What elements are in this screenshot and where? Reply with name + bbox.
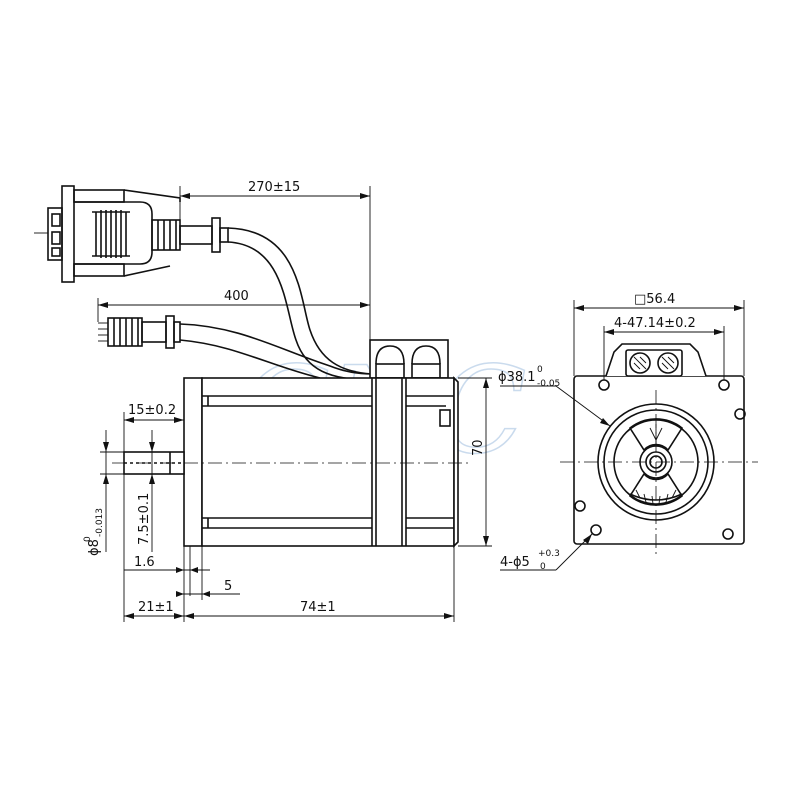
dim-pilot-tol-upper: 0 (537, 365, 543, 375)
dim-square: □56.4 (634, 292, 675, 307)
encoder-cable (227, 227, 373, 381)
dim-hole-spacing: 4-47.14±0.2 (614, 316, 696, 331)
dim-7-5: 7.5±0.1 (137, 493, 152, 545)
dim-shaft-tol-lower: -0.013 (95, 508, 105, 537)
dim-400: 400 (224, 289, 249, 304)
motor-side-view (112, 339, 468, 548)
dim-15: 15±0.2 (128, 403, 176, 418)
db9-connector (34, 185, 229, 283)
dim-holes-dia: 4-ϕ5 (500, 555, 530, 570)
dim-holes-tol-upper: +0.3 (538, 549, 560, 559)
dim-shaft-tol-upper: 0 (83, 536, 93, 542)
dim-1-6: 1.6 (134, 555, 155, 570)
front-dim-lines (500, 300, 745, 571)
dim-pilot-tol-lower: -0.05 (537, 379, 560, 389)
dim-lines (97, 186, 492, 622)
dim-holes-tol-lower: 0 (540, 562, 546, 572)
dim-21: 21±1 (138, 600, 174, 615)
power-plug (98, 315, 181, 349)
dim-270: 270±15 (248, 180, 300, 195)
dim-5: 5 (224, 579, 232, 594)
dim-pilot-dia: ϕ38.1 (498, 370, 536, 385)
power-cable (179, 323, 373, 379)
dim-shaft-dia: ϕ8 (87, 539, 102, 556)
dim-74: 74±1 (300, 600, 336, 615)
dim-70: 70 (471, 439, 486, 456)
motor-front-view (560, 343, 758, 556)
